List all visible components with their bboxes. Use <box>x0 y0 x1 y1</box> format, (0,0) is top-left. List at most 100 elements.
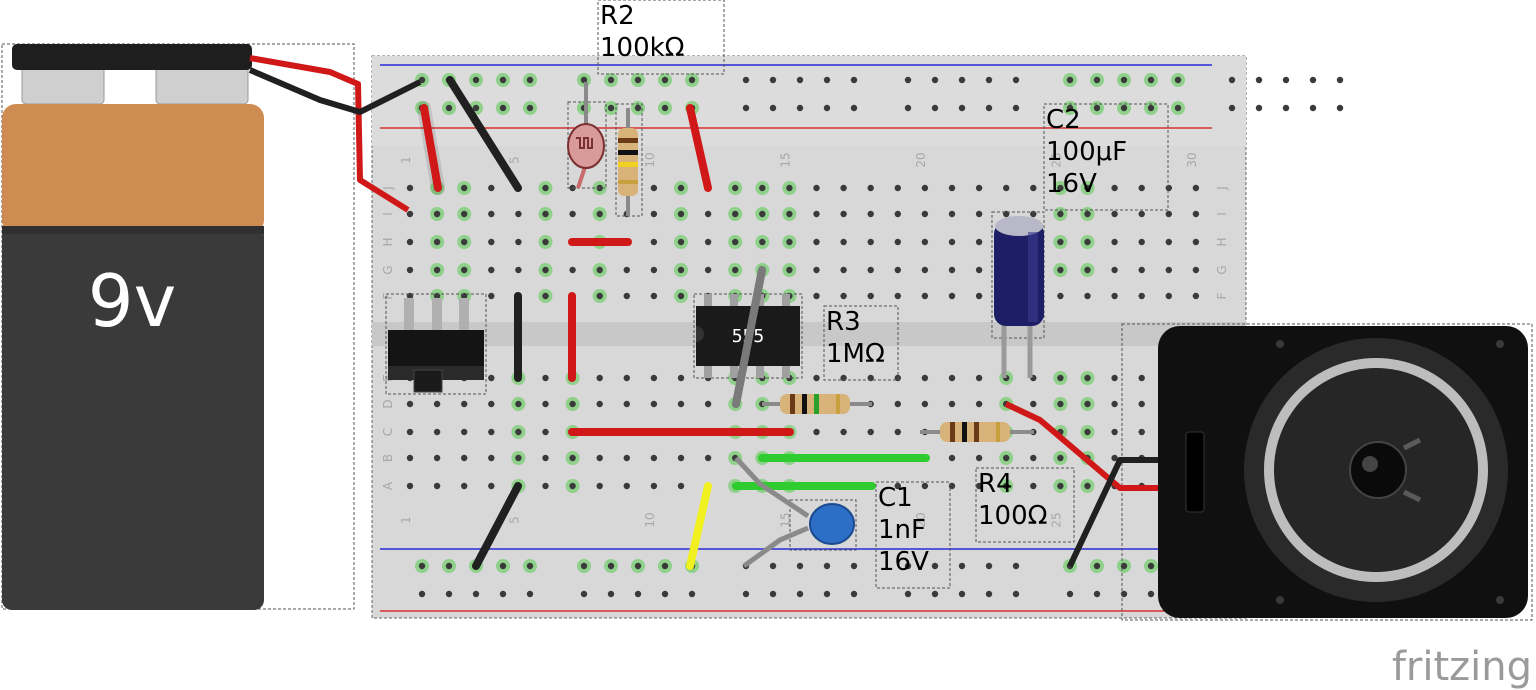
row-letter-label: F <box>381 292 395 299</box>
breadboard-hole <box>921 210 929 218</box>
breadboard-hole <box>406 266 414 274</box>
column-number-label: 20 <box>914 512 928 527</box>
r4-name: R4 <box>978 469 1013 499</box>
rail-hole <box>688 590 696 598</box>
breadboard-hole <box>461 266 468 274</box>
wire-red-1 <box>417 101 445 195</box>
breadboard-hole <box>677 454 685 462</box>
breadboard-hole <box>596 266 603 274</box>
row-letter-label: F <box>1215 292 1229 299</box>
wire-red-2 <box>686 104 712 192</box>
rail-hole <box>526 590 534 598</box>
breadboard-hole <box>948 292 956 300</box>
breadboard-hole <box>650 454 658 462</box>
component-labels: R2 100kΩ C2 100μF 16V R3 1MΩ R4 100Ω C1 … <box>597 0 1169 589</box>
breadboard-hole <box>1057 482 1064 490</box>
breadboard-hole <box>650 238 658 246</box>
rail-hole <box>607 76 615 84</box>
breadboard-hole <box>406 210 414 218</box>
breadboard-hole <box>461 454 468 462</box>
rail-hole <box>958 104 966 112</box>
rail-hole <box>1309 104 1317 112</box>
breadboard-hole <box>677 374 685 382</box>
rail-hole <box>823 562 831 570</box>
rail-hole <box>742 76 750 84</box>
column-number-label: 10 <box>643 512 657 527</box>
breadboard-hole <box>488 400 495 408</box>
rail-hole <box>445 590 453 598</box>
breadboard-hole <box>975 454 983 462</box>
breadboard-hole <box>921 400 929 408</box>
breadboard-hole <box>623 266 630 274</box>
rail-hole <box>607 104 615 112</box>
row-letter-label: H <box>1215 237 1229 246</box>
breadboard-hole <box>948 400 956 408</box>
rail-hole <box>1147 104 1155 112</box>
breadboard-hole <box>704 266 712 274</box>
r3-value: 1MΩ <box>826 339 885 369</box>
column-number-label: 30 <box>1185 152 1199 167</box>
battery-connector-cap <box>12 44 252 70</box>
battery-terminal-right <box>155 65 249 105</box>
rail-hole <box>580 562 588 570</box>
breadboard-hole <box>406 428 414 436</box>
breadboard-hole <box>732 238 739 246</box>
rail-hole <box>796 104 804 112</box>
breadboard-hole <box>677 238 685 246</box>
breadboard-hole <box>1003 454 1010 462</box>
ldr-body <box>567 123 605 169</box>
breadboard-hole <box>433 428 441 436</box>
breadboard-hole <box>813 184 820 192</box>
breadboard-hole <box>569 454 576 462</box>
r2-name: R2 <box>600 1 635 31</box>
rail-hole <box>850 562 858 570</box>
breadboard-hole <box>1192 238 1200 246</box>
rail-hole <box>418 562 426 570</box>
c1-label-box <box>875 481 951 589</box>
resistor-r4 <box>920 422 1034 442</box>
breadboard-hole <box>650 184 658 192</box>
breadboard-hole <box>813 210 820 218</box>
breadboard-hole <box>867 266 874 274</box>
rail-hole <box>1120 76 1128 84</box>
ic-selection-box <box>693 293 803 379</box>
row-letter-label: A <box>381 481 395 490</box>
r2-label-box <box>597 0 725 75</box>
breadboard-hole <box>894 266 901 274</box>
breadboard-hole <box>1084 292 1091 300</box>
breadboard-hole <box>867 428 874 436</box>
rail-hole <box>526 76 534 84</box>
rail-hole <box>796 590 804 598</box>
rail-hole <box>418 76 426 84</box>
center-channel <box>372 322 1246 346</box>
breadboard-hole <box>786 184 793 192</box>
ldr-trace-icon <box>576 137 593 149</box>
breadboard-hole <box>948 184 956 192</box>
c2-label-box <box>1043 103 1169 211</box>
rail-hole <box>931 590 939 598</box>
rail-hole <box>1255 76 1263 84</box>
breadboard-hole <box>1003 184 1010 192</box>
row-letter-label: J <box>1215 186 1229 191</box>
breadboard-hole <box>894 238 901 246</box>
rail-hole <box>1147 562 1155 570</box>
rail-hole <box>499 76 507 84</box>
rail-hole <box>1012 104 1020 112</box>
breadboard-hole <box>1084 400 1091 408</box>
speaker-terminal-slot <box>1185 431 1205 513</box>
rail-hole <box>1066 590 1074 598</box>
breadboard-hole <box>894 482 901 490</box>
speaker-screw-tl <box>1276 340 1284 348</box>
rail-hole <box>1336 104 1344 112</box>
breadboard-hole <box>948 454 956 462</box>
speaker-screw-bl <box>1276 596 1284 604</box>
breadboard-hole <box>623 374 630 382</box>
rail-hole <box>1093 76 1101 84</box>
rail-hole <box>931 104 939 112</box>
breadboard-hole <box>542 374 549 382</box>
speaker-selection-box <box>1121 323 1533 621</box>
breadboard-hole <box>1138 238 1145 246</box>
speaker-screw-tr <box>1496 340 1504 348</box>
breadboard-hole <box>1192 210 1200 218</box>
